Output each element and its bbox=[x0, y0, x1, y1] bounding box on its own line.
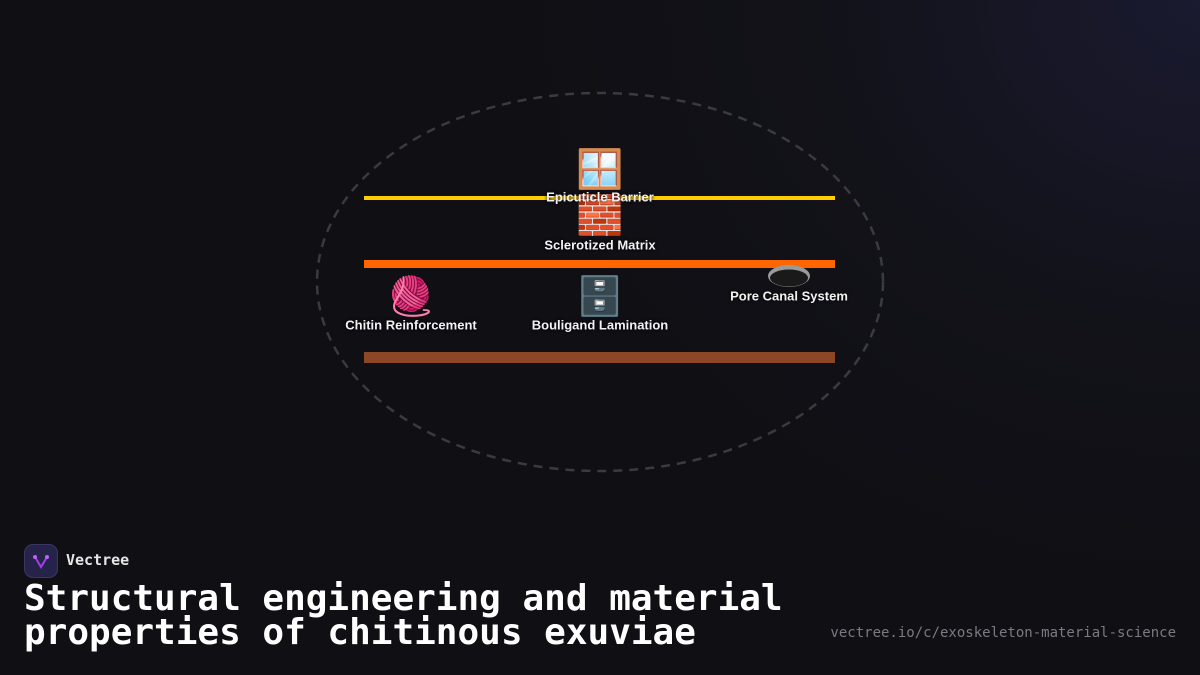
brand-name: Vectree bbox=[66, 551, 130, 569]
pore-canal-system-label: Pore Canal System bbox=[730, 288, 848, 304]
source-url[interactable]: vectree.io/c/exoskeleton-material-scienc… bbox=[830, 625, 1176, 641]
epicuticle-barrier-label: Epicuticle Barrier bbox=[546, 189, 654, 205]
chitin-reinforcement-label: Chitin Reinforcement bbox=[345, 317, 477, 333]
sclerotized-layer-line bbox=[364, 260, 835, 268]
brick-icon: 🧱 bbox=[576, 195, 624, 237]
bouligand-lamination-label: Bouligand Lamination bbox=[531, 317, 669, 333]
base-layer-line bbox=[364, 352, 835, 363]
hole-icon bbox=[768, 265, 810, 287]
vectree-logo-icon bbox=[33, 555, 49, 569]
vectree-logo bbox=[24, 544, 58, 578]
window-icon: 🪟 bbox=[576, 149, 624, 191]
file-cabinet-icon: 🗄️ bbox=[576, 276, 624, 318]
yarn-icon: 🧶 bbox=[387, 276, 435, 318]
page-title: Structural engineering and material prop… bbox=[24, 578, 783, 653]
sclerotized-matrix-label: Sclerotized Matrix bbox=[544, 237, 656, 253]
epicuticle-layer-line bbox=[364, 196, 835, 200]
